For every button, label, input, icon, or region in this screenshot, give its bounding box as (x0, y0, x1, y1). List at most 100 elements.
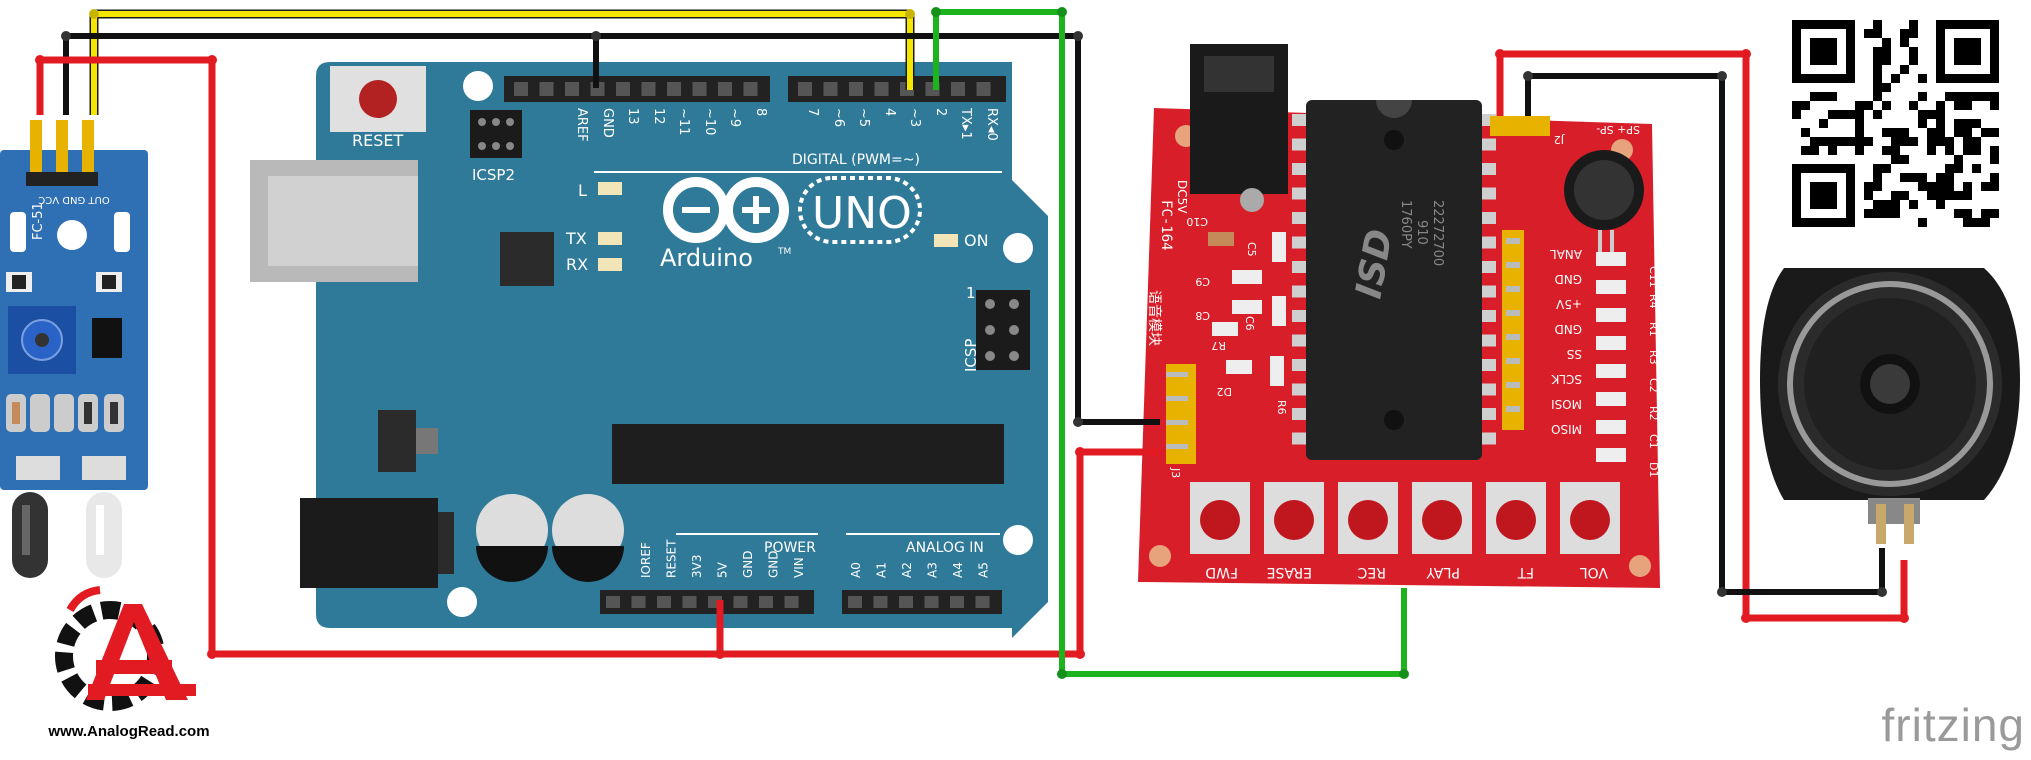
header-pin (606, 596, 620, 608)
r6-label: R6 (1275, 400, 1288, 415)
qr-module (1846, 137, 1855, 146)
analog-pin-label-0: A0 (849, 562, 863, 578)
voice-part-label-0: C11 (1647, 266, 1660, 288)
qr-module (1918, 119, 1927, 128)
qr-module (1945, 191, 1954, 200)
icsp-label: ICSP (962, 339, 980, 372)
qr-module (1819, 119, 1828, 128)
cap-label-3: C8 (1195, 309, 1210, 322)
smd-part (1232, 270, 1262, 284)
button-label-5: VOL (1580, 564, 1608, 580)
power-pin-label-5: GND (767, 550, 781, 578)
voice-pin-label-6: MOSI (1551, 397, 1582, 411)
qr-module (1882, 56, 1891, 65)
sensor-model-label: FC-51 (31, 202, 46, 240)
qr-module (1846, 110, 1855, 119)
qr-module (1945, 182, 1954, 191)
chip-leg (1292, 114, 1306, 126)
qr-module (1990, 128, 1999, 137)
reset-label: RESET (352, 131, 403, 150)
qr-module (1936, 191, 1945, 200)
header-pin (616, 82, 630, 96)
qr-module (1918, 110, 1927, 119)
qr-module (1900, 155, 1909, 164)
qr-module (1945, 164, 1954, 173)
qr-module (1882, 101, 1891, 110)
power-pin-label-0: IOREF (639, 542, 653, 578)
qr-module (1792, 101, 1801, 110)
qr-module (1873, 29, 1882, 38)
chip-leg (1292, 334, 1306, 347)
led-on-label: ON (964, 231, 989, 250)
pin-label-4: ~11 (676, 108, 691, 135)
power-label: POWER (764, 540, 816, 556)
qr-module (1909, 47, 1918, 56)
qr-module (1828, 146, 1837, 155)
qr-module (1882, 200, 1891, 209)
smd-part (1596, 336, 1626, 350)
qr-module (1891, 200, 1900, 209)
power-pin-label-4: GND (741, 550, 755, 578)
qr-module (1819, 137, 1828, 146)
voice-part-label-2: R1 (1647, 322, 1660, 337)
qr-module (1990, 155, 1999, 164)
qr-module (1909, 101, 1918, 110)
header-pin (641, 82, 656, 96)
qr-module (1855, 110, 1864, 119)
chip-leg (1482, 138, 1496, 151)
smd-part (1596, 392, 1626, 406)
voice-pin-label-2: +5V (1555, 297, 1582, 311)
qr-module (1918, 173, 1927, 182)
header-pin (718, 82, 732, 96)
header-pin (874, 82, 889, 96)
sensor-pin-label: OUT GND VCC (38, 194, 109, 205)
qr-module (1855, 101, 1864, 110)
qr-module (1945, 92, 1954, 101)
analog-in-label: ANALOG IN (906, 540, 984, 556)
pin-label-11: 4 (882, 108, 897, 116)
qr-module (1873, 110, 1882, 119)
ir-led-receiver (86, 492, 122, 578)
chip-leg (1292, 163, 1306, 175)
qr-module (1801, 101, 1810, 110)
c10-label: C10 (1186, 215, 1208, 228)
j2-label: J2 (1554, 133, 1565, 146)
qr-module (1981, 92, 1990, 101)
qr-module (1873, 182, 1882, 191)
qr-module (1891, 137, 1900, 146)
qr-module (1963, 128, 1972, 137)
r7-label: R7 (1211, 339, 1226, 352)
qr-module (1963, 182, 1972, 191)
smd-part (1596, 364, 1626, 378)
header-pin (667, 82, 681, 96)
wire-junctions (35, 7, 1909, 679)
qr-module (1927, 191, 1936, 200)
push-button-cap (1422, 500, 1462, 540)
header-pin (1506, 358, 1520, 364)
chip-leg (1292, 359, 1306, 371)
qr-module (1927, 146, 1936, 155)
push-button-cap (1200, 500, 1240, 540)
analogread-site-label[interactable]: www.AnalogRead.com (18, 718, 240, 746)
analogread-logo (55, 586, 196, 711)
header-pin (1506, 382, 1520, 388)
j3-label: J3 (1169, 467, 1182, 478)
qr-module (1954, 119, 1963, 128)
pin-label-1: GND (600, 108, 615, 138)
header-pin (514, 82, 528, 96)
button-label-1: ERASE (1267, 564, 1312, 580)
qr-module (1990, 146, 1999, 155)
qr-module (1837, 137, 1846, 146)
header-pin (899, 596, 913, 608)
pin-label-12: ~3 (907, 108, 922, 127)
qr-module (1909, 173, 1918, 182)
power-pin-label-1: RESET (665, 539, 679, 578)
qr-module (1864, 101, 1873, 110)
header-pin (1506, 262, 1520, 268)
qr-module (1945, 137, 1954, 146)
speaker (1760, 268, 2020, 544)
qr-module (1909, 20, 1918, 29)
qr-module (1963, 191, 1972, 200)
qr-module (1909, 137, 1918, 146)
qr-module (1873, 92, 1882, 101)
